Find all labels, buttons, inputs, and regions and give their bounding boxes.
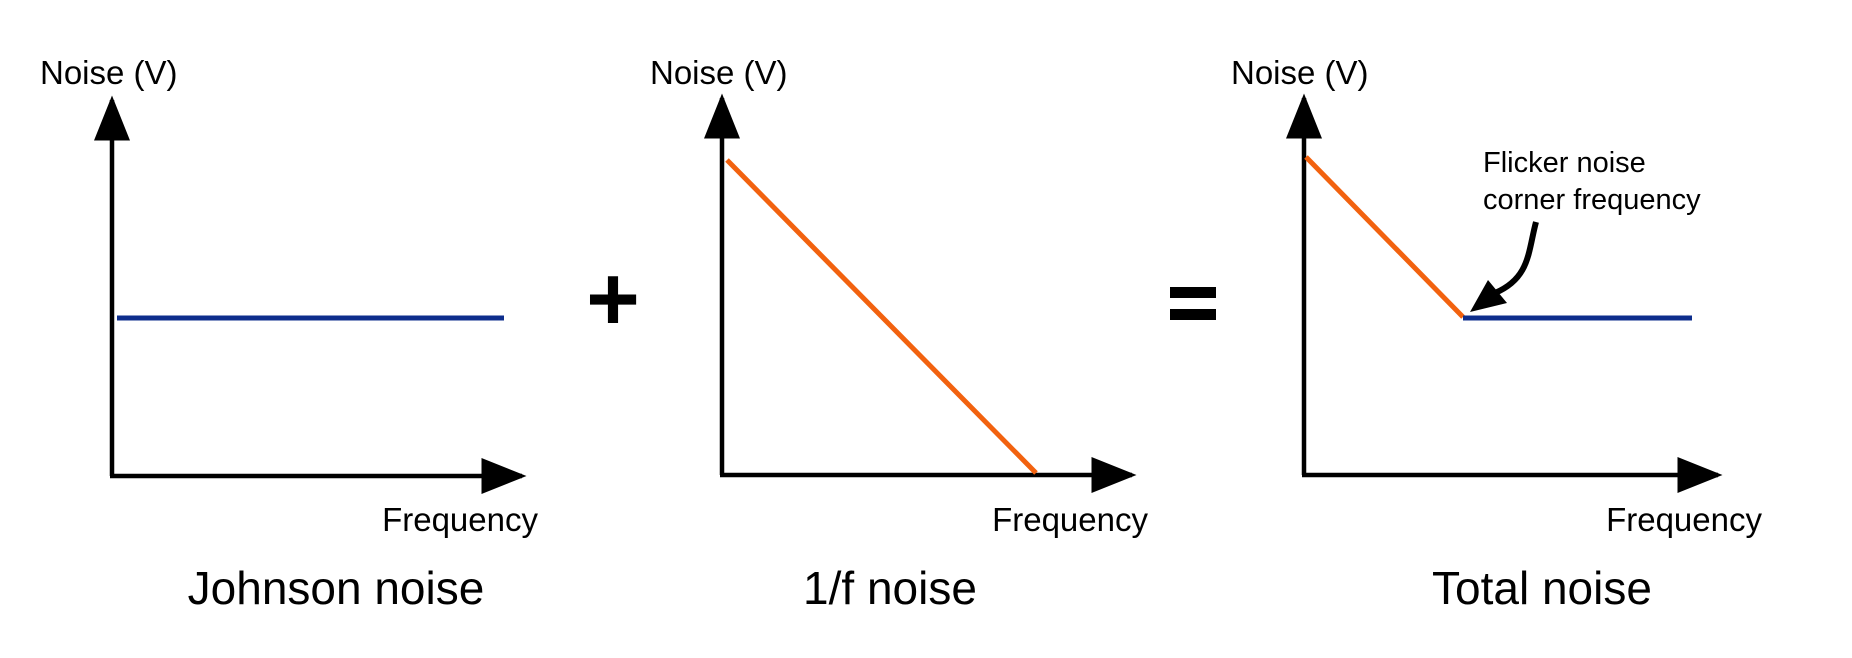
equals-bar-bottom [1170, 309, 1216, 320]
x-axis-label: Frequency [992, 501, 1148, 538]
panel-caption: Total noise [1432, 562, 1652, 614]
annotation-arrow-curve [1493, 221, 1539, 296]
x-axis-label: Frequency [1606, 501, 1762, 538]
x-axis-label: Frequency [382, 501, 538, 538]
equals-operator [1170, 287, 1216, 320]
flicker-noise-line [725, 158, 1038, 475]
plus-operator: + [586, 248, 640, 350]
panel-total: Noise (V) Flicker noise corner frequency… [1231, 54, 1762, 614]
annotation-line2: corner frequency [1483, 184, 1701, 216]
y-axis-label: Noise (V) [40, 54, 178, 91]
annotation-arrow-head [1470, 280, 1507, 312]
y-axis-label: Noise (V) [650, 54, 788, 91]
annotation-line1: Flicker noise [1483, 147, 1646, 179]
panel-caption: Johnson noise [188, 562, 485, 614]
y-axis-label: Noise (V) [1231, 54, 1369, 91]
panel-flicker: Noise (V) Frequency 1/f noise [650, 54, 1148, 614]
panel-caption: 1/f noise [803, 562, 977, 614]
panel-johnson: Noise (V) Frequency Johnson noise [40, 54, 538, 614]
equals-bar-top [1170, 287, 1216, 298]
plus-sign: + [586, 248, 640, 350]
flicker-noise-line [1304, 155, 1465, 319]
corner-frequency-annotation: Flicker noise corner frequency [1470, 147, 1701, 312]
